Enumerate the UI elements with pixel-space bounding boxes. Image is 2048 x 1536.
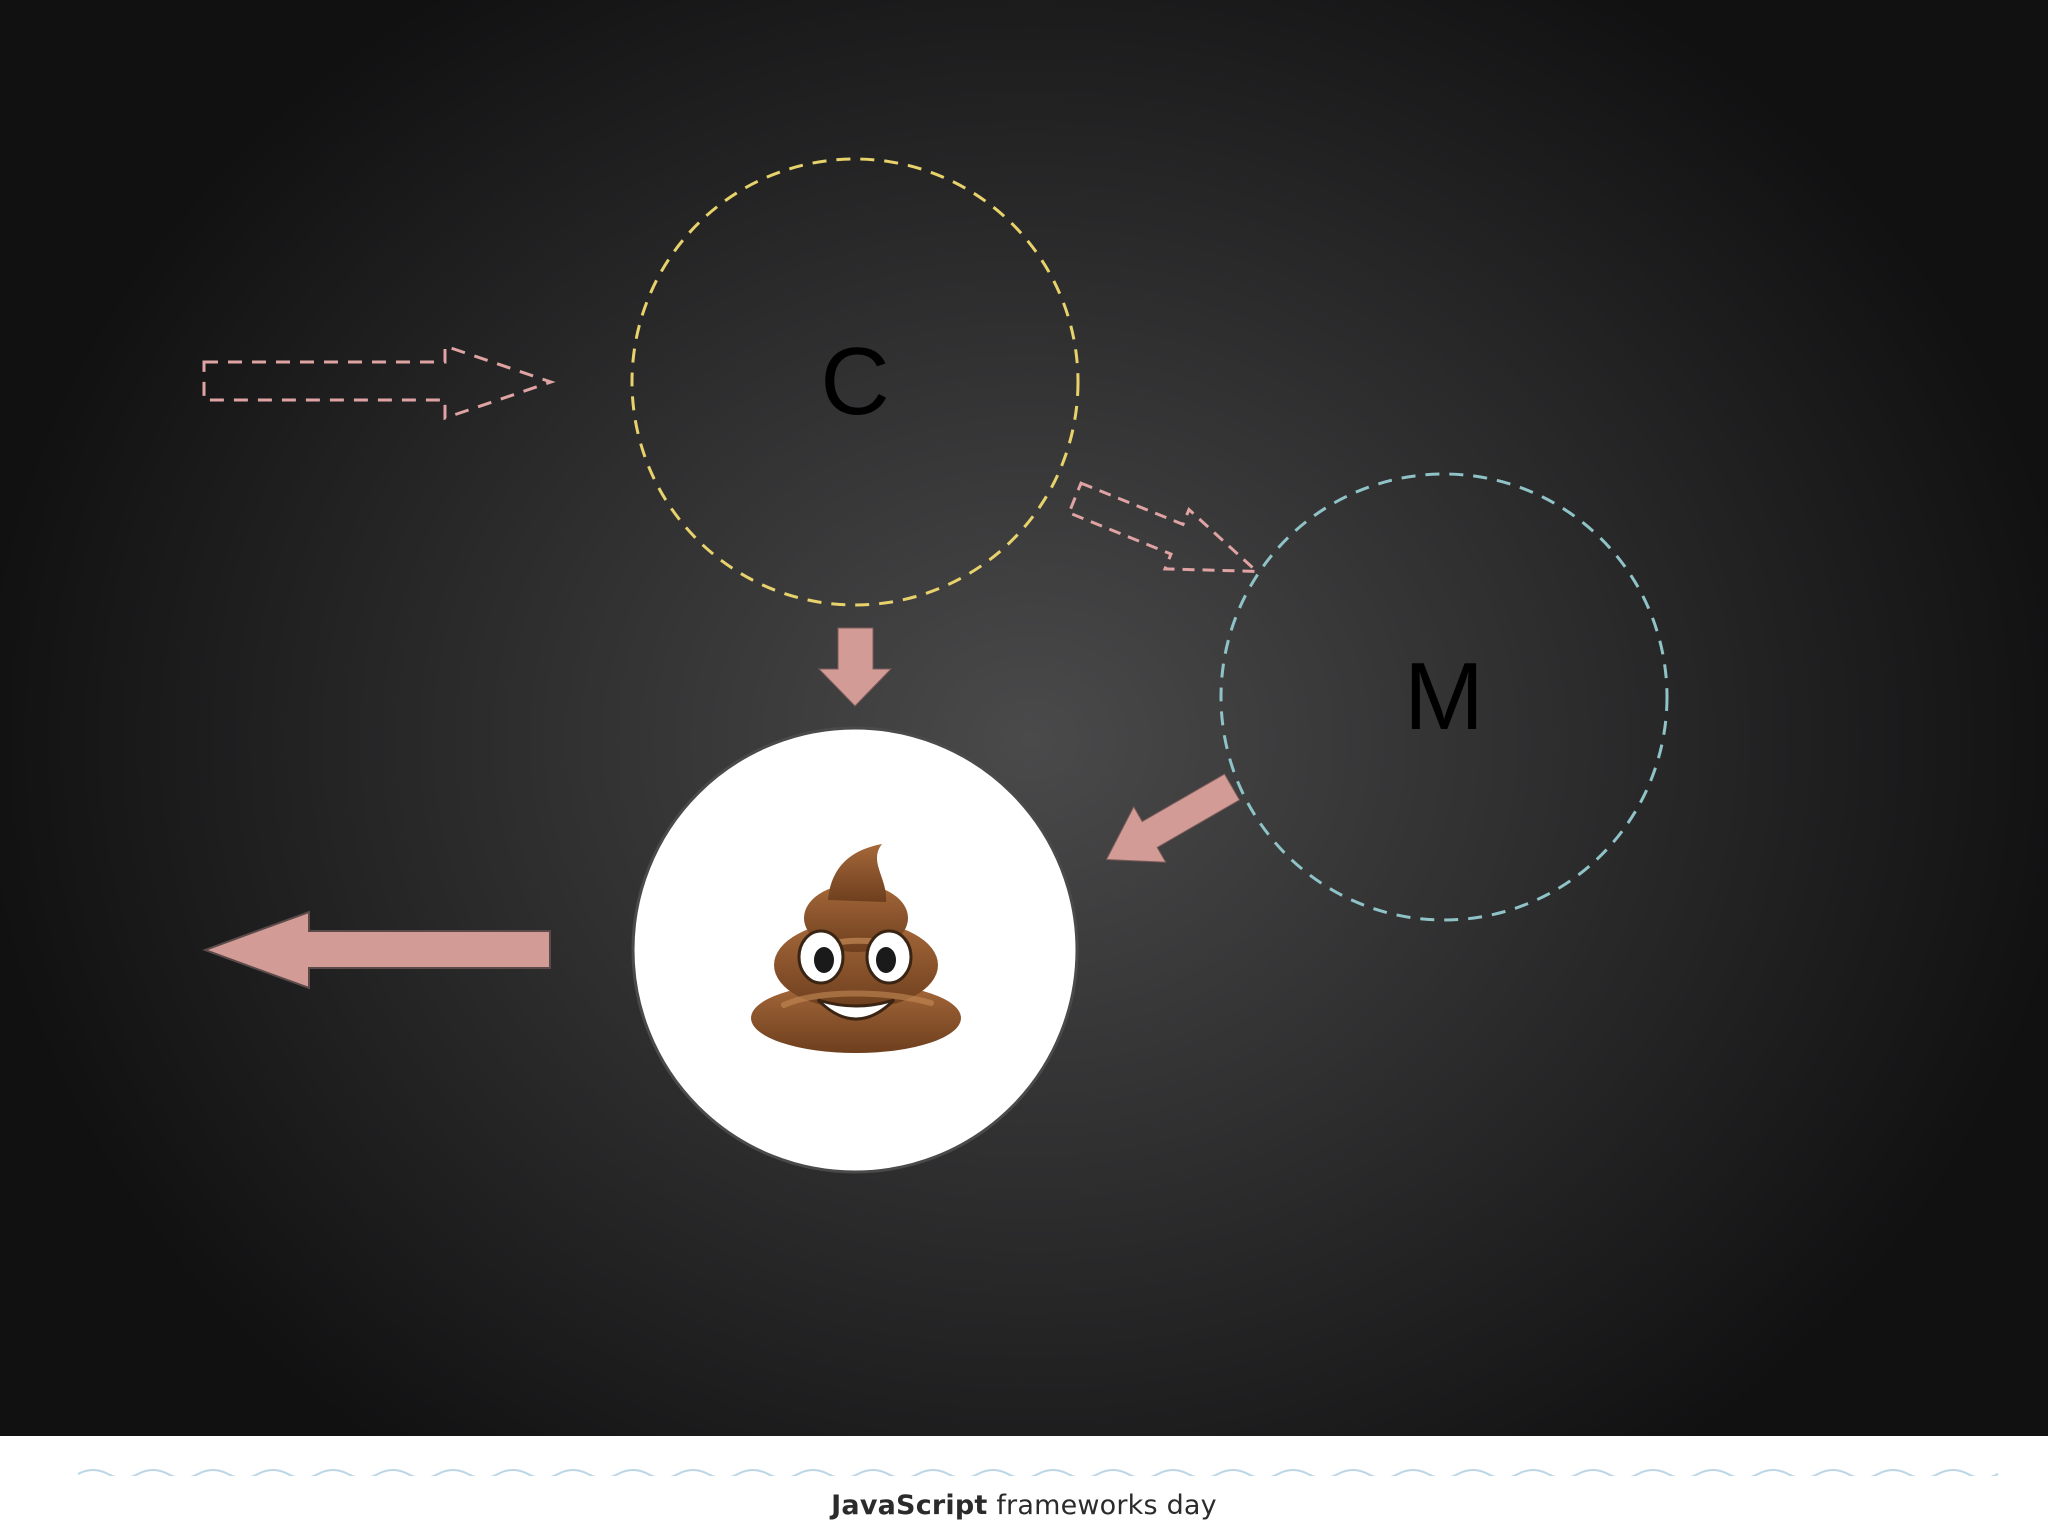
c-node-label: C (820, 328, 890, 435)
c-to-m-arrow-dashed (1067, 481, 1261, 574)
footer-wave-decoration (77, 1469, 1999, 1476)
footer: JavaScript frameworks day (0, 1436, 2048, 1536)
m-to-view-arrow (1105, 773, 1241, 863)
pile-of-poo-icon (751, 844, 961, 1053)
footer-brand: JavaScript frameworks day (0, 1490, 2048, 1521)
c-node (630, 157, 1080, 607)
m-node (1219, 472, 1669, 922)
footer-brand-bold: JavaScript (831, 1490, 988, 1521)
slide-canvas: C M (0, 0, 2048, 1436)
m-node-label: M (1404, 643, 1484, 750)
output-arrow (202, 910, 551, 990)
diagram (202, 157, 1669, 1174)
c-to-view-arrow (817, 627, 893, 707)
input-arrow-dashed (202, 343, 556, 421)
footer-brand-rest: frameworks day (996, 1490, 1217, 1521)
